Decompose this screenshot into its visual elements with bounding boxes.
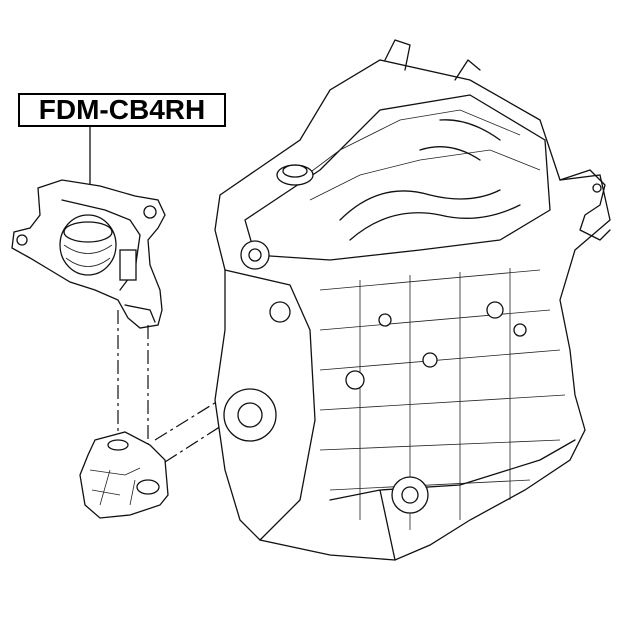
part-number-text: FDM-CB4RH: [38, 94, 206, 125]
part-number-label: FDM-CB4RH: [18, 93, 226, 127]
upper-mount-bracket: [11, 179, 166, 329]
lower-mount: [79, 431, 169, 519]
engine-block: [214, 39, 611, 561]
